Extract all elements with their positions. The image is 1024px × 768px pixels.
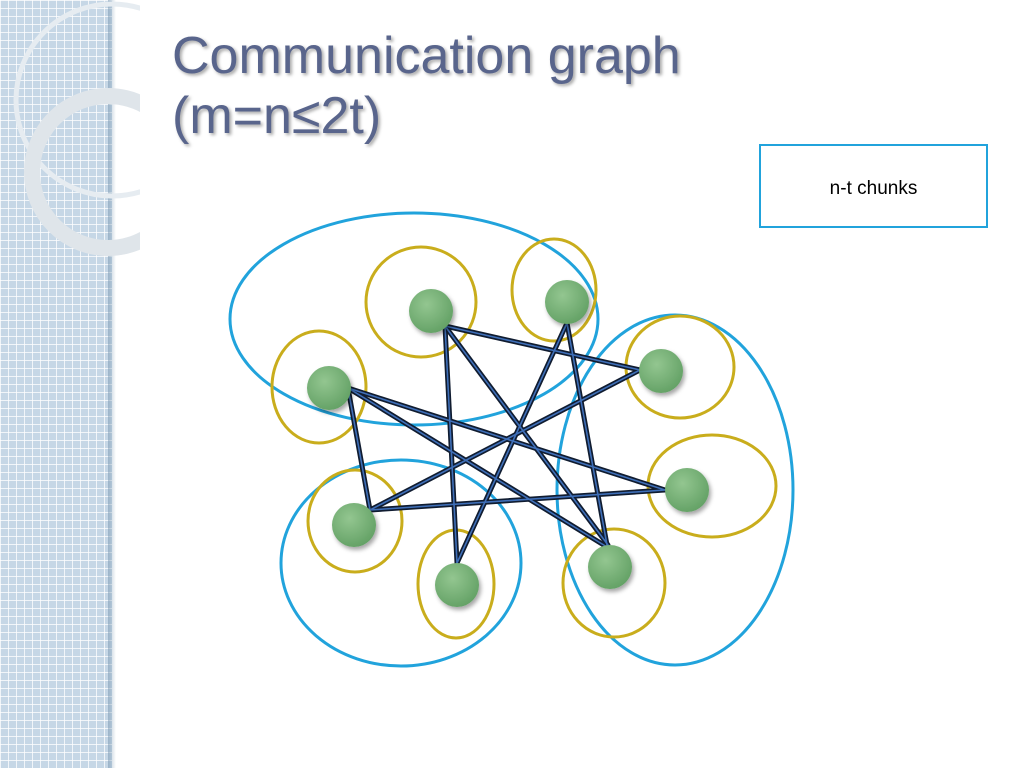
node-7: [435, 563, 479, 607]
edge-core-2-6: [347, 387, 371, 511]
node-6: [332, 503, 376, 547]
edge-core-8-6: [369, 489, 666, 511]
nodes: [307, 280, 709, 607]
node-2: [545, 280, 589, 324]
callout-text: n-t chunks: [829, 178, 918, 199]
page-title: Communication graph (m=n≤2t): [172, 26, 681, 146]
node-4: [639, 349, 683, 393]
edge-core-8-5: [369, 369, 641, 511]
node-ring-2: [510, 237, 598, 343]
edge-core-3-5: [566, 322, 608, 546]
node-3: [307, 366, 351, 410]
callout-box: n-t chunks: [759, 144, 988, 228]
node-ring-6: [306, 468, 404, 574]
edges-core: [347, 322, 666, 564]
group-ellipse-top: [228, 211, 600, 427]
edges: [345, 320, 668, 566]
decorative-rings: [13, 1, 140, 256]
deco-ring-large: [13, 1, 140, 199]
edge-core-1-7: [444, 325, 458, 564]
node-ring-8: [561, 527, 667, 639]
deco-ring-small: [24, 88, 140, 256]
edge-core-2-4: [347, 387, 608, 548]
title-line-1: Communication graph: [172, 27, 681, 85]
title-line-2: (m=n≤2t): [172, 87, 382, 145]
node-ring-1: [364, 245, 478, 359]
node-1: [409, 289, 453, 333]
group-ellipse-bottom-left: [279, 458, 523, 668]
edge-core-1-5: [444, 325, 641, 371]
node-5: [665, 468, 709, 512]
node-ring-3: [270, 329, 368, 445]
edge-core-3-4: [456, 322, 568, 564]
strip-shadow: [108, 0, 116, 768]
edge-core-1-6: [444, 325, 609, 546]
edges-outline: [345, 320, 668, 566]
node-8: [588, 545, 632, 589]
